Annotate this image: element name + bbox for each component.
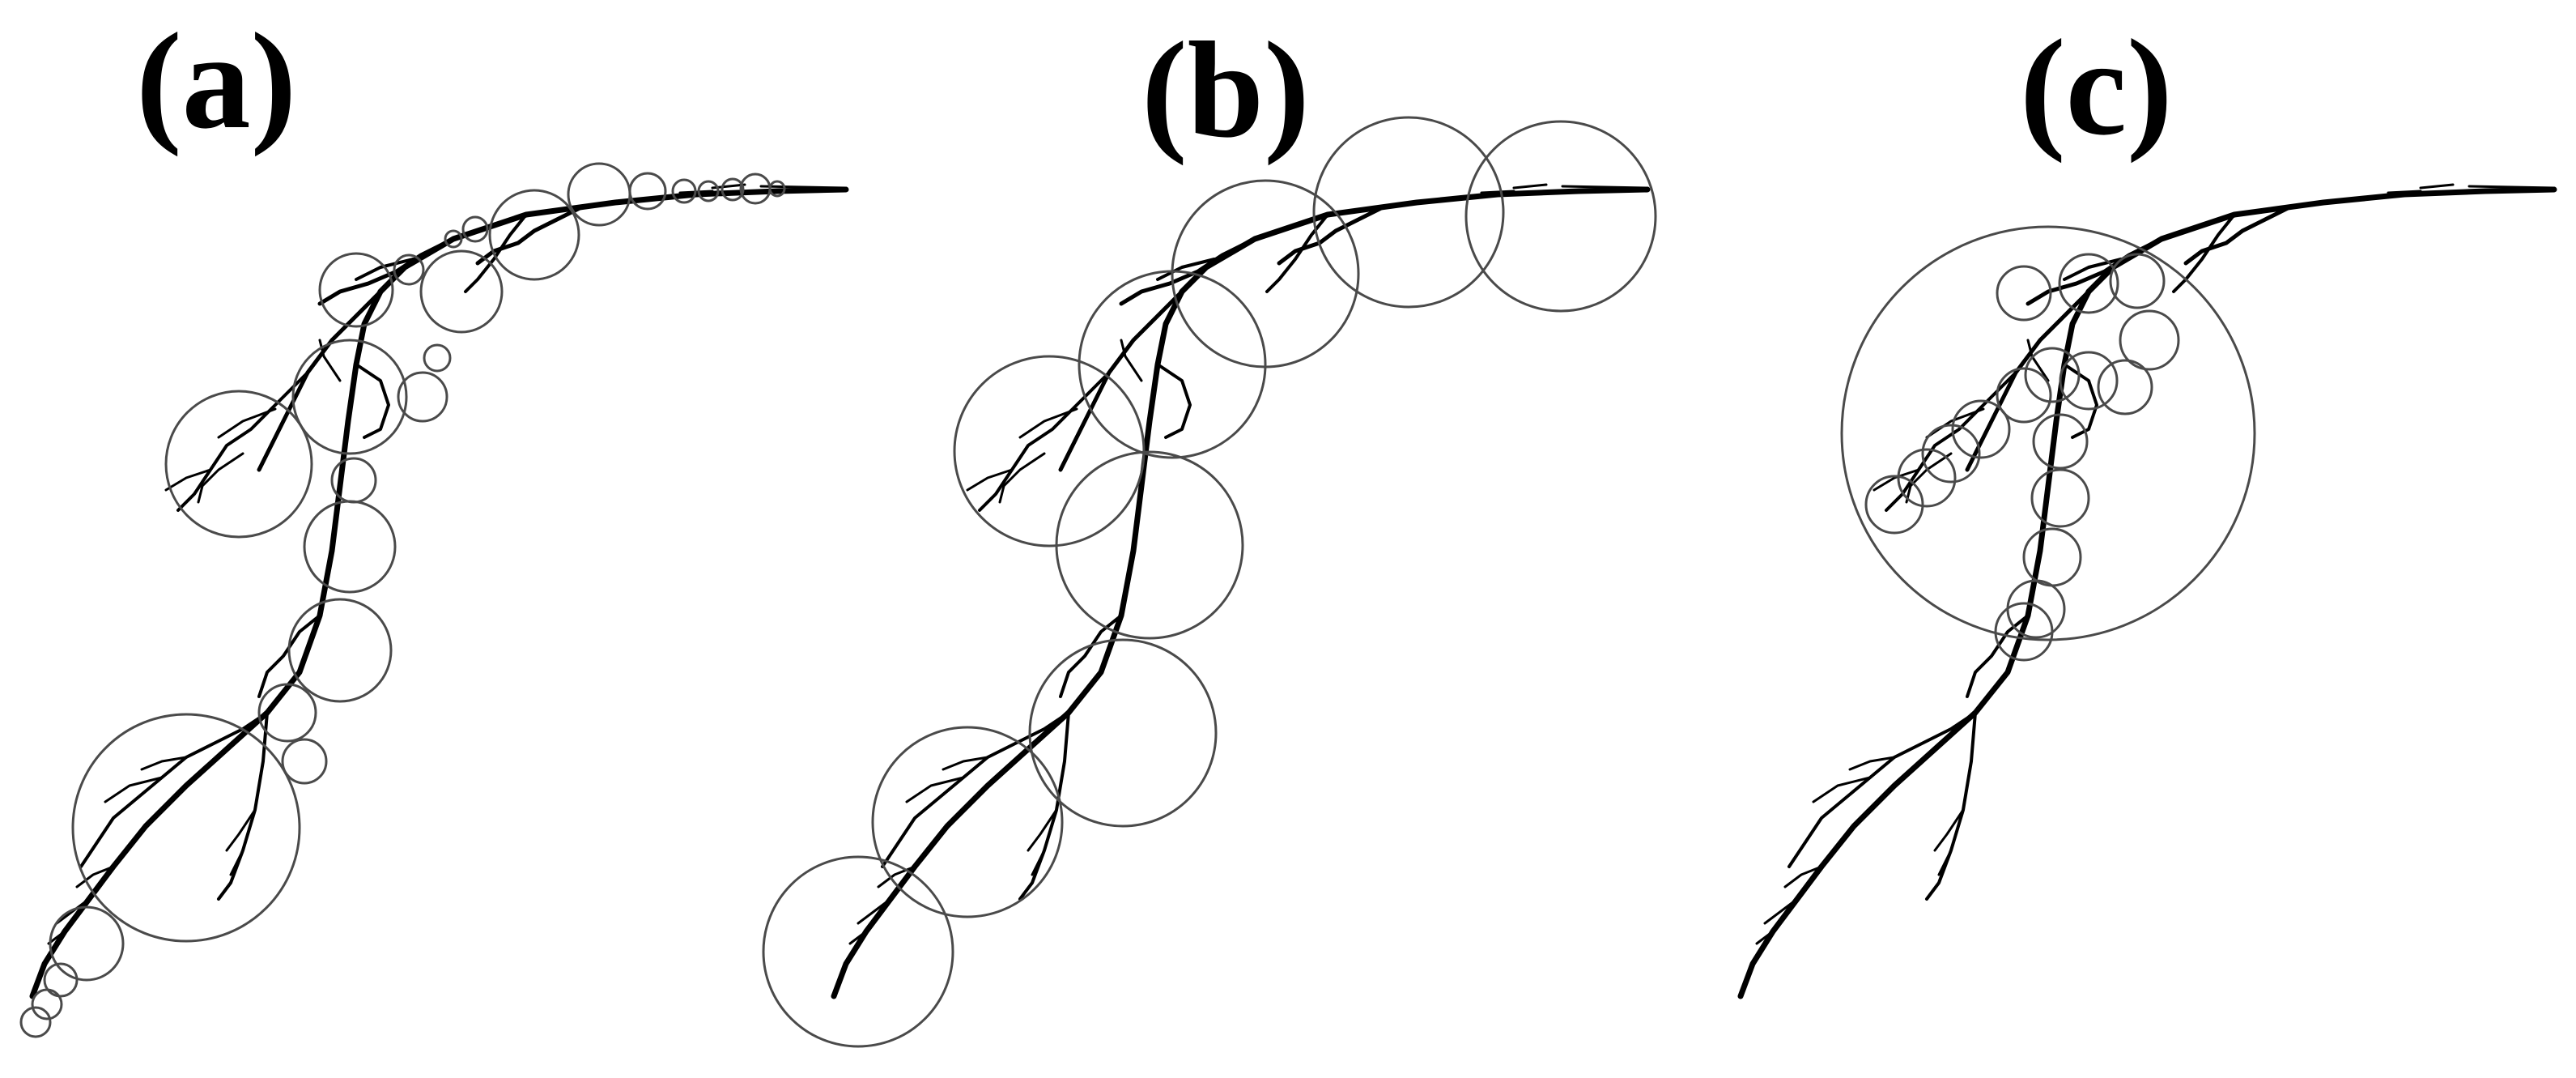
panel-b-circles	[762, 116, 1657, 1048]
circle-a	[43, 962, 79, 998]
circle-c	[1897, 448, 1957, 508]
circle-c	[2119, 309, 2180, 371]
circle-c	[2059, 351, 2119, 411]
circle-a	[164, 390, 313, 539]
circle-a	[488, 189, 580, 281]
panel-c-circles	[1840, 225, 2256, 662]
circle-a	[393, 254, 425, 286]
panel-b-branching-structure	[834, 185, 1647, 996]
circle-c	[1994, 602, 2054, 662]
circle-b	[1464, 120, 1657, 313]
circle-c	[1996, 367, 2052, 424]
circle-a	[721, 177, 745, 202]
circle-a	[419, 249, 504, 334]
circle-c	[2097, 359, 2153, 415]
circle-b	[1078, 270, 1267, 459]
circle-a	[461, 215, 489, 243]
circle-a	[444, 229, 463, 249]
circle-c	[2024, 347, 2081, 403]
circle-a	[303, 500, 397, 594]
panel-a-circles	[19, 162, 786, 1038]
circle-a	[49, 905, 125, 982]
panel-b-label: (b)	[1141, 14, 1310, 166]
panel-a-label: (a)	[136, 5, 296, 157]
circle-b	[1028, 638, 1218, 828]
circle-b	[1055, 450, 1244, 640]
circle-a	[71, 713, 301, 943]
circle-a	[567, 162, 631, 227]
circle-c	[2030, 468, 2090, 528]
circle-c	[1840, 225, 2256, 641]
panel-a-branching-structure	[32, 185, 846, 996]
circle-c	[1864, 475, 1924, 535]
circle-a	[287, 598, 393, 703]
panel-c: (c)	[1741, 11, 2554, 996]
circle-a	[281, 738, 328, 785]
circle-a	[739, 173, 772, 205]
panel-b: (b)	[762, 14, 1657, 1048]
circle-c	[1996, 265, 2052, 322]
panel-a: (a)	[19, 5, 846, 1038]
circle-c	[2058, 253, 2119, 314]
circle-a	[628, 172, 667, 211]
circle-c	[2006, 579, 2066, 639]
circle-a	[257, 683, 317, 743]
circle-b	[953, 355, 1146, 548]
circle-a	[768, 180, 786, 198]
circle-b	[871, 726, 1064, 918]
circle-a	[397, 371, 448, 423]
circle-c	[1951, 399, 2011, 459]
circle-b	[1312, 116, 1505, 309]
panel-c-label: (c)	[2020, 11, 2173, 164]
circle-b	[762, 855, 954, 1048]
circle-a	[423, 343, 452, 373]
circle-a	[31, 988, 63, 1020]
circle-a	[19, 1006, 52, 1038]
circle-a	[671, 178, 697, 204]
circle-c	[2032, 413, 2089, 470]
circle-c	[1921, 424, 1981, 484]
circle-c	[2109, 253, 2166, 309]
circle-a	[697, 180, 720, 202]
circle-a	[318, 252, 394, 328]
circle-c	[2022, 527, 2082, 587]
circle-a	[291, 339, 408, 455]
